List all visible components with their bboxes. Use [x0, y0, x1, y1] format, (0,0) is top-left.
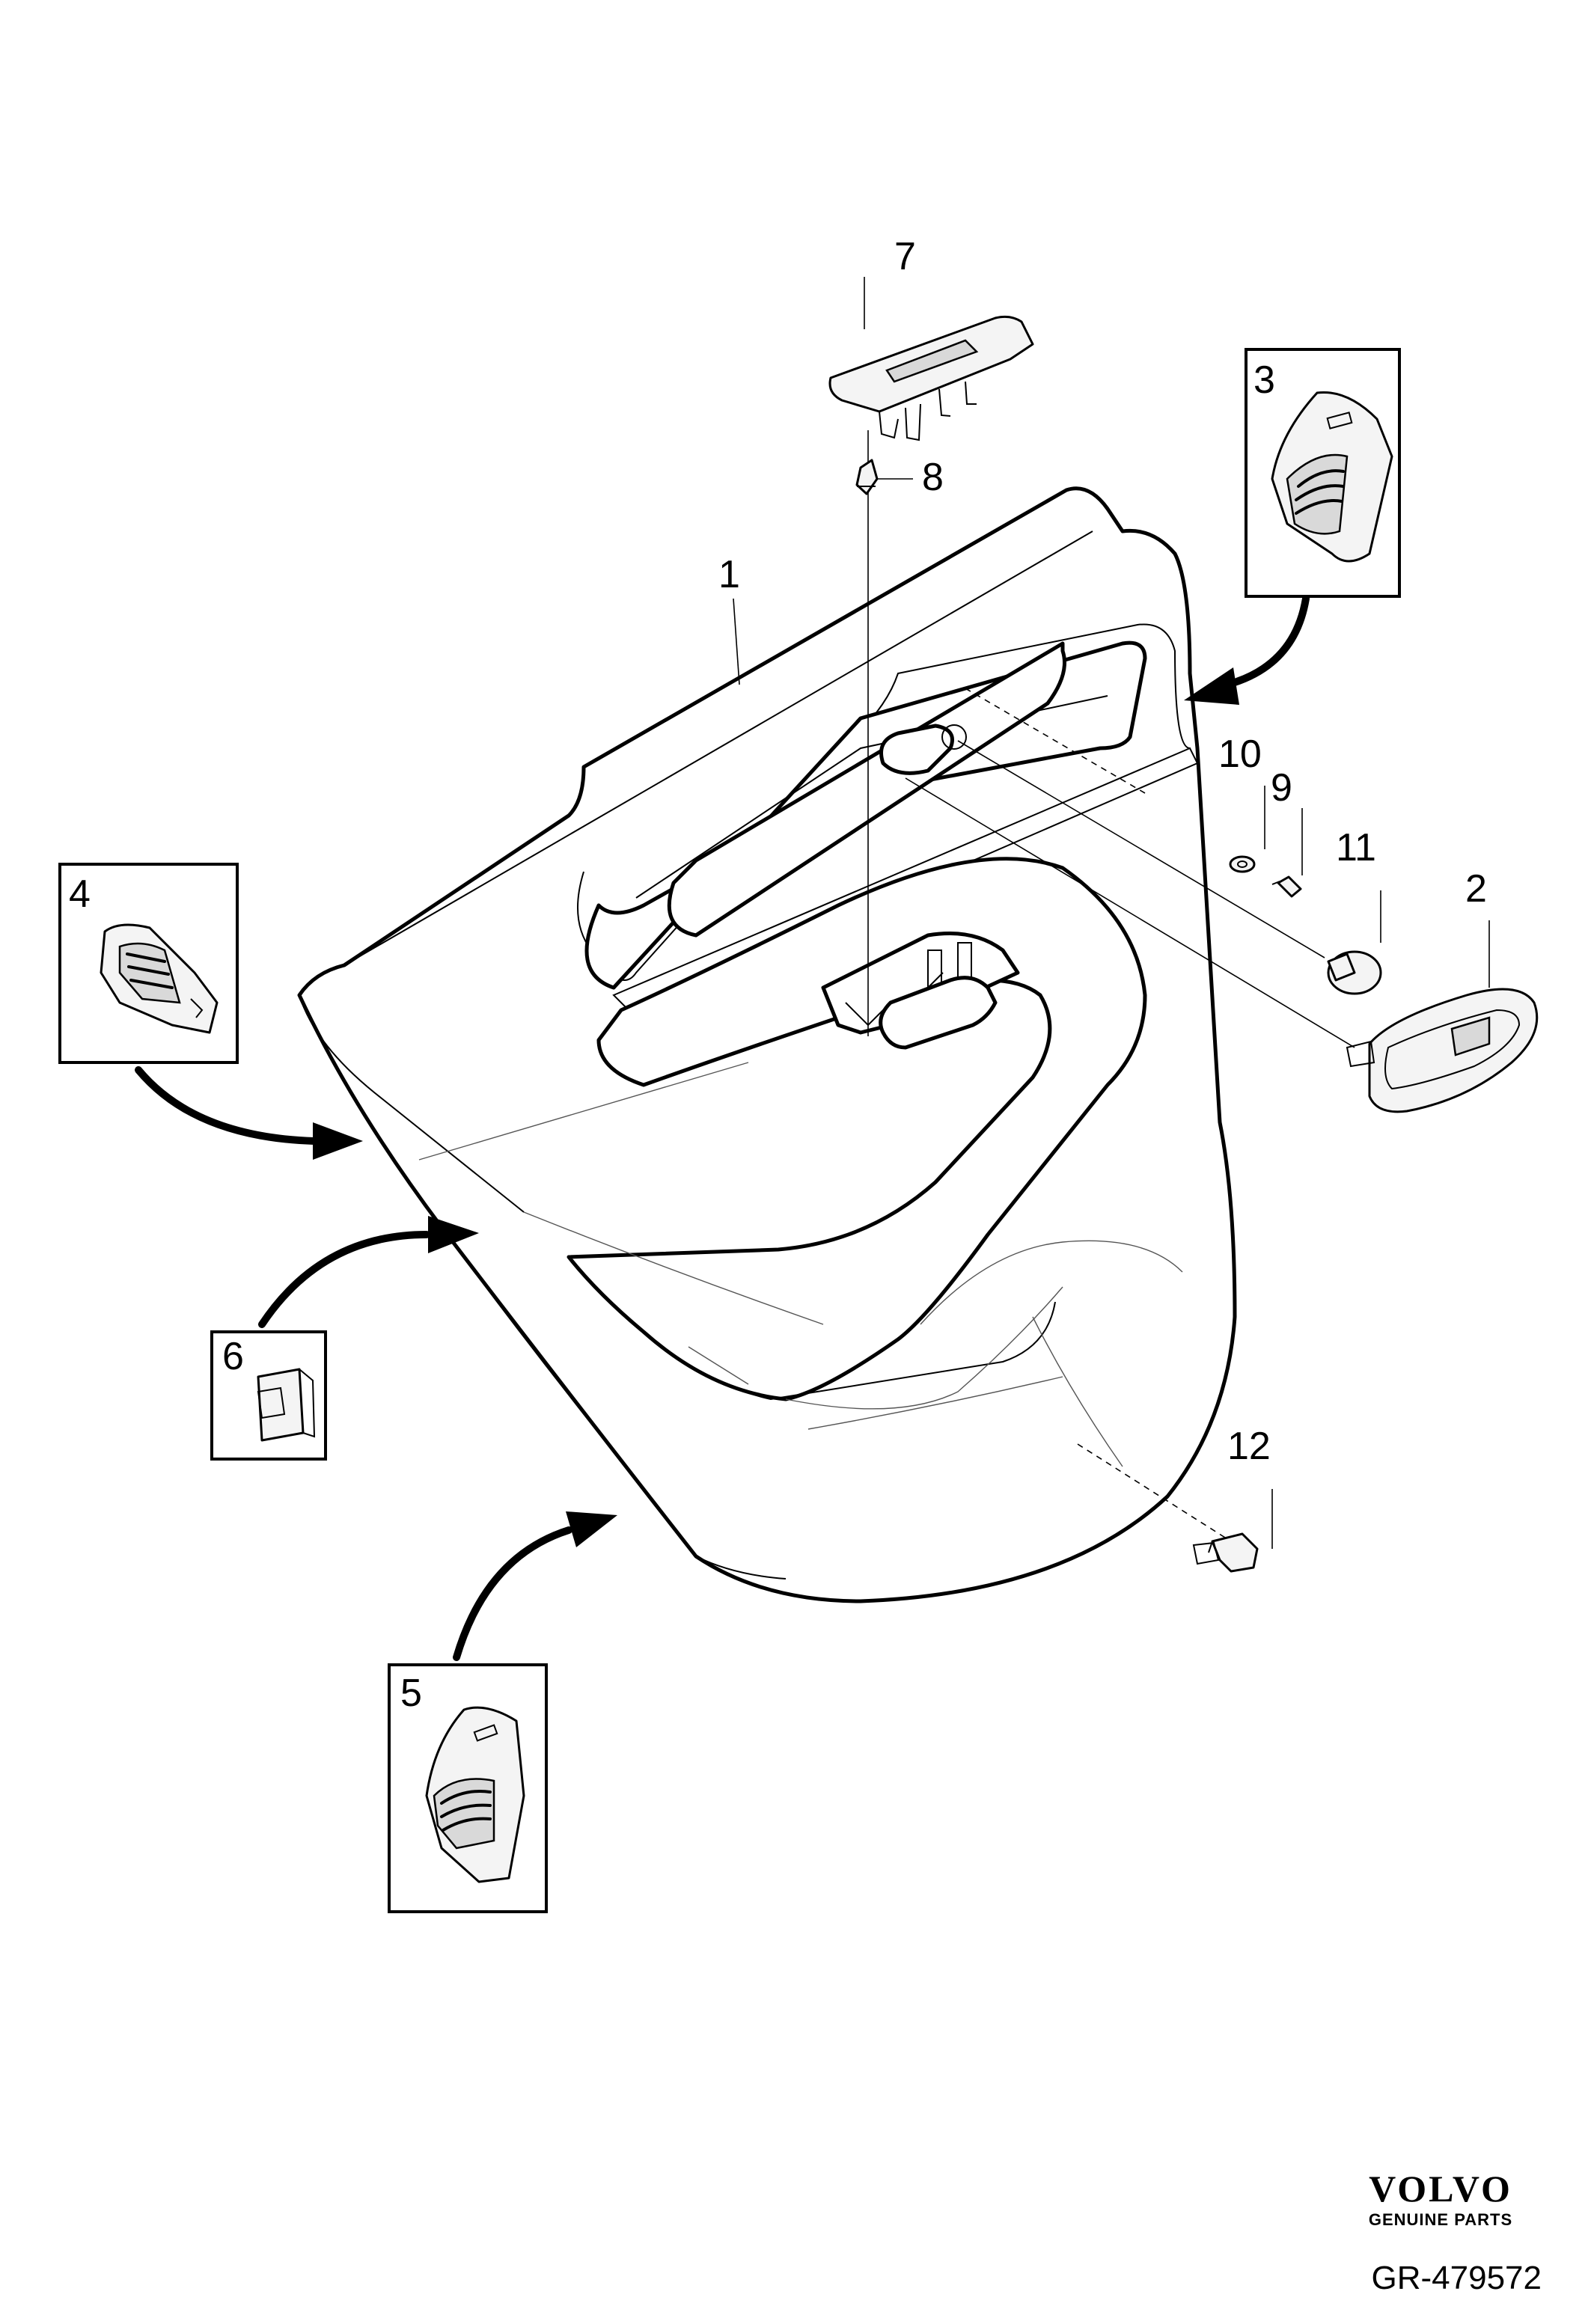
- leader-lines: [733, 277, 1490, 1553]
- bolt-part-12: [1192, 1532, 1259, 1573]
- inset-box-4: [58, 863, 239, 1064]
- arrows: [135, 595, 1310, 1661]
- callout-labels: 1 2 3 4 5 6 7 8 9 10 11 12: [69, 235, 1487, 1715]
- callout-6: 6: [222, 1335, 244, 1378]
- inset-box-5: [388, 1663, 548, 1913]
- callout-8: 8: [922, 456, 944, 499]
- callout-7: 7: [894, 235, 916, 278]
- callout-9: 9: [1271, 766, 1292, 810]
- inset-box-3: [1245, 348, 1401, 598]
- plug-part-11: [1327, 950, 1382, 995]
- inset-box-6: [210, 1330, 327, 1461]
- callout-11: 11: [1336, 826, 1376, 869]
- callout-10: 10: [1218, 733, 1262, 776]
- callout-2: 2: [1465, 867, 1487, 911]
- callout-3: 3: [1253, 358, 1275, 402]
- inner-handle-part-2: [1346, 988, 1539, 1113]
- callout-12: 12: [1227, 1425, 1271, 1468]
- switch-panel-part-7: [828, 315, 1034, 441]
- callout-1: 1: [718, 553, 740, 596]
- genuine-parts-label: GENUINE PARTS: [1368, 2210, 1513, 2229]
- screw-part-9: [1271, 875, 1302, 898]
- clip-part-8: [855, 459, 879, 495]
- callout-5: 5: [400, 1672, 422, 1715]
- door-panel-part-1: [297, 486, 1237, 1603]
- volvo-logo: VOLVO: [1369, 2168, 1512, 2210]
- washer-part-10: [1229, 855, 1256, 873]
- drawing-reference-number: GR-479572: [1371, 2260, 1542, 2296]
- callout-4: 4: [69, 872, 91, 916]
